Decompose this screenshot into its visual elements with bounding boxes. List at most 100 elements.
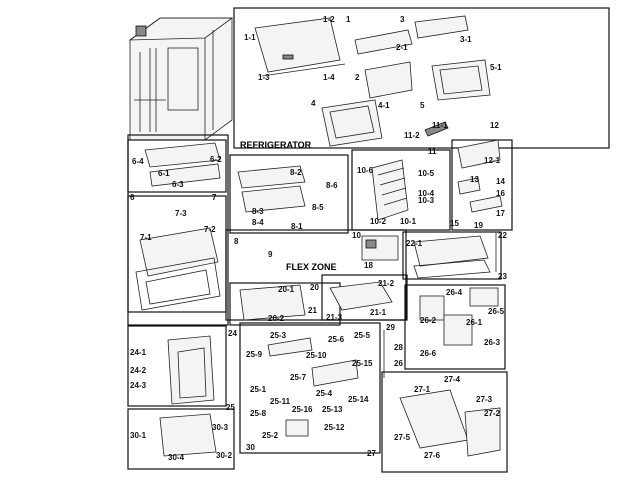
label-8-4: 8-4 xyxy=(252,218,264,227)
label-21: 21 xyxy=(308,306,317,315)
label-12-1: 12-1 xyxy=(484,156,501,165)
label-13: 13 xyxy=(470,175,479,184)
label-4: 4 xyxy=(311,99,316,108)
label-19: 19 xyxy=(474,221,483,230)
part-26-assembly xyxy=(419,287,499,346)
part-2-shelf-rail xyxy=(354,29,413,99)
label-25-10: 25-10 xyxy=(306,351,327,360)
part-30-cover xyxy=(159,413,217,457)
label-17: 17 xyxy=(496,209,505,218)
label-30-1: 30-1 xyxy=(130,431,147,440)
label-30: 30 xyxy=(246,443,255,452)
label-25-8: 25-8 xyxy=(250,409,267,418)
label-22-1: 22-1 xyxy=(406,239,423,248)
label-4-1: 4-1 xyxy=(378,101,390,110)
refrigerator-cabinet-illustration xyxy=(128,17,234,141)
label-11: 11 xyxy=(428,147,437,156)
section-box-22 xyxy=(402,231,502,280)
label-3-1: 3-1 xyxy=(460,35,472,44)
label-6-3: 6-3 xyxy=(172,180,184,189)
label-10-2: 10-2 xyxy=(370,217,387,226)
label-25-7: 25-7 xyxy=(290,373,307,382)
label-25-12: 25-12 xyxy=(324,423,345,432)
label-25-15: 25-15 xyxy=(352,359,373,368)
part-3-rail xyxy=(414,15,469,39)
part-12-cover xyxy=(457,139,501,169)
label-1: 1 xyxy=(346,15,351,24)
section-box-24 xyxy=(127,325,227,407)
label-21-3: 21-3 xyxy=(326,313,343,322)
label-25-6: 25-6 xyxy=(328,335,345,344)
label-6-4: 6-4 xyxy=(132,157,144,166)
refrigerator-section-title: REFRIGERATOR xyxy=(240,140,312,150)
label-27: 27 xyxy=(367,449,376,458)
label-12: 12 xyxy=(490,121,499,130)
label-25-4: 25-4 xyxy=(316,389,333,398)
label-8-3: 8-3 xyxy=(252,207,264,216)
part-11-bracket xyxy=(424,121,449,137)
label-2-1: 2-1 xyxy=(396,43,408,52)
label-9: 9 xyxy=(268,250,273,259)
label-25: 25 xyxy=(226,403,235,412)
label-10-6: 10-6 xyxy=(357,166,374,175)
part-21-glass xyxy=(329,281,393,311)
label-26-2: 26-2 xyxy=(420,316,437,325)
label-8: 8 xyxy=(234,237,239,246)
label-7-3: 7-3 xyxy=(175,209,187,218)
label-26: 26 xyxy=(394,359,403,368)
label-7-2: 7-2 xyxy=(204,225,216,234)
label-3: 3 xyxy=(400,15,405,24)
section-box-26 xyxy=(404,284,506,370)
section-box-refrigerator-top xyxy=(233,7,610,149)
label-8-6: 8-6 xyxy=(326,181,338,190)
section-box-30 xyxy=(127,408,235,470)
label-23: 23 xyxy=(498,272,507,281)
part-8-rail-assembly xyxy=(237,165,306,213)
section-box-8 xyxy=(229,154,349,234)
part-27-ice-bucket xyxy=(399,389,501,457)
label-1-2: 1-2 xyxy=(323,15,335,24)
part-5-crisper-drawer xyxy=(431,59,491,101)
flex-zone-section-title: FLEX ZONE xyxy=(286,262,337,272)
label-26-4: 26-4 xyxy=(446,288,463,297)
label-6-1: 6-1 xyxy=(158,169,170,178)
label-25-16: 25-16 xyxy=(292,405,313,414)
label-8-2: 8-2 xyxy=(290,168,302,177)
label-7-1: 7-1 xyxy=(140,233,152,242)
label-1-3: 1-3 xyxy=(258,73,270,82)
label-8-5: 8-5 xyxy=(312,203,324,212)
label-30-4: 30-4 xyxy=(168,453,185,462)
label-1-1: 1-1 xyxy=(244,33,256,42)
section-box-10 xyxy=(351,149,451,231)
label-26-5: 26-5 xyxy=(488,307,505,316)
label-24-1: 24-1 xyxy=(130,348,147,357)
label-27-5: 27-5 xyxy=(394,433,411,442)
label-25-14: 25-14 xyxy=(348,395,369,404)
label-25-11: 25-11 xyxy=(270,397,291,406)
label-25-2: 25-2 xyxy=(262,431,279,440)
label-24-3: 24-3 xyxy=(130,381,147,390)
label-21-1: 21-1 xyxy=(370,308,387,317)
part-4-crisper-drawer xyxy=(321,99,383,147)
label-10-1: 10-1 xyxy=(400,217,417,226)
label-16: 16 xyxy=(496,189,505,198)
part-20-tray xyxy=(239,284,306,321)
label-25-1: 25-1 xyxy=(250,385,267,394)
label-10-3: 10-3 xyxy=(418,196,435,205)
label-10-5: 10-5 xyxy=(418,169,435,178)
label-18: 18 xyxy=(364,261,373,270)
section-box-drawer-6 xyxy=(127,139,227,193)
label-20-2: 20-2 xyxy=(268,314,285,323)
label-25-3: 25-3 xyxy=(270,331,287,340)
label-25-9: 25-9 xyxy=(246,350,263,359)
label-24: 24 xyxy=(228,329,237,338)
label-21-2: 21-2 xyxy=(378,279,395,288)
part-18-ice-maker xyxy=(361,235,399,261)
label-15: 15 xyxy=(450,219,459,228)
section-box-25 xyxy=(239,322,381,454)
section-box-21 xyxy=(321,274,408,321)
label-27-1: 27-1 xyxy=(414,385,431,394)
part-10-frame xyxy=(371,159,409,221)
label-6: 6 xyxy=(130,193,135,202)
label-26-1: 26-1 xyxy=(466,318,483,327)
